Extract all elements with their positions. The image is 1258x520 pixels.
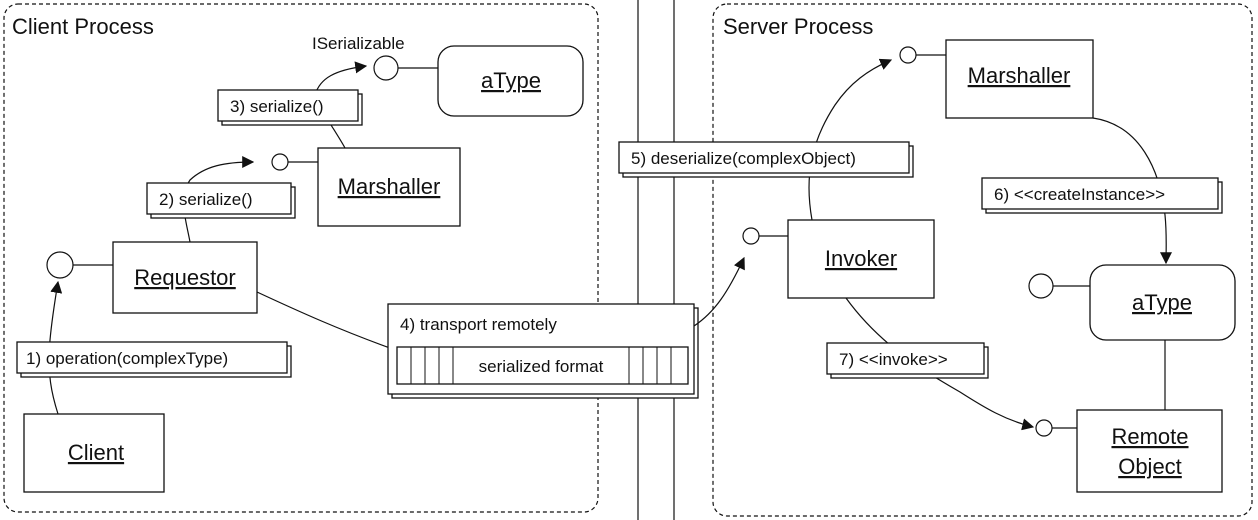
- step5-label-box: [618, 141, 910, 174]
- client-marshaller-box: [317, 147, 461, 227]
- server-atype-label: aType: [1132, 290, 1192, 315]
- client-label: Client: [68, 440, 124, 465]
- invoker-to-marshaller-link: [808, 58, 893, 221]
- server-process-frame: [712, 3, 1253, 517]
- invoker-box: [787, 219, 935, 299]
- remote-object-box: [1076, 409, 1223, 493]
- server-marshaller-interface-icon: [899, 46, 917, 64]
- client-marshaller-interface-icon: [271, 153, 289, 171]
- serialized-format-bar: [396, 346, 689, 385]
- remote-object-interface-icon: [1035, 419, 1053, 437]
- step3-label: 3) serialize(): [230, 97, 324, 116]
- iserializable-label: ISerializable: [312, 34, 405, 53]
- client-process-title: Client Process: [12, 14, 154, 39]
- requestor-to-marshaller-link: [183, 156, 255, 243]
- invoker-interface-icon: [742, 227, 760, 245]
- serialized-format-stripes: [410, 347, 672, 384]
- step2-label-box: [146, 182, 292, 215]
- step7-label: 7) <<invoke>>: [839, 350, 948, 369]
- step2-label: 2) serialize(): [159, 190, 253, 209]
- iserializable-interface-icon: [373, 55, 399, 81]
- server-marshaller-label: Marshaller: [968, 63, 1071, 88]
- client-to-requestor-link: [48, 280, 63, 415]
- step1-label: 1) operation(complexType): [26, 349, 228, 368]
- step5-label: 5) deserialize(complexObject): [631, 149, 856, 168]
- transport-to-invoker-link: [693, 256, 745, 327]
- server-atype-box: [1089, 264, 1236, 341]
- remote-object-label-line2: Object: [1118, 454, 1182, 479]
- requestor-box: [112, 241, 258, 314]
- step6-label: 6) <<createInstance>>: [994, 185, 1165, 204]
- invoker-to-remote-object-link: [845, 297, 1035, 431]
- remote-object-label-line1: Remote: [1111, 424, 1188, 449]
- client-process-frame: [3, 3, 599, 513]
- server-atype-interface-icon: [1028, 273, 1054, 299]
- client-atype-box: [437, 45, 584, 117]
- client-box: [23, 413, 165, 493]
- server-process-title: Server Process: [723, 14, 873, 39]
- step4-label: 4) transport remotely: [400, 315, 557, 334]
- requestor-interface-icon: [46, 251, 74, 279]
- client-atype-label: aType: [481, 68, 541, 93]
- step1-label-box: [16, 341, 288, 374]
- requestor-to-transport-link: [256, 291, 391, 349]
- server-marshaller-box: [945, 39, 1094, 119]
- step7-label-box: [826, 342, 985, 375]
- step3-label-box: [217, 89, 359, 122]
- invoker-label: Invoker: [825, 246, 897, 271]
- step6-label-box: [981, 177, 1219, 210]
- client-marshaller-label: Marshaller: [338, 174, 441, 199]
- requestor-label: Requestor: [134, 265, 236, 290]
- serialized-format-label: serialized format: [479, 357, 604, 376]
